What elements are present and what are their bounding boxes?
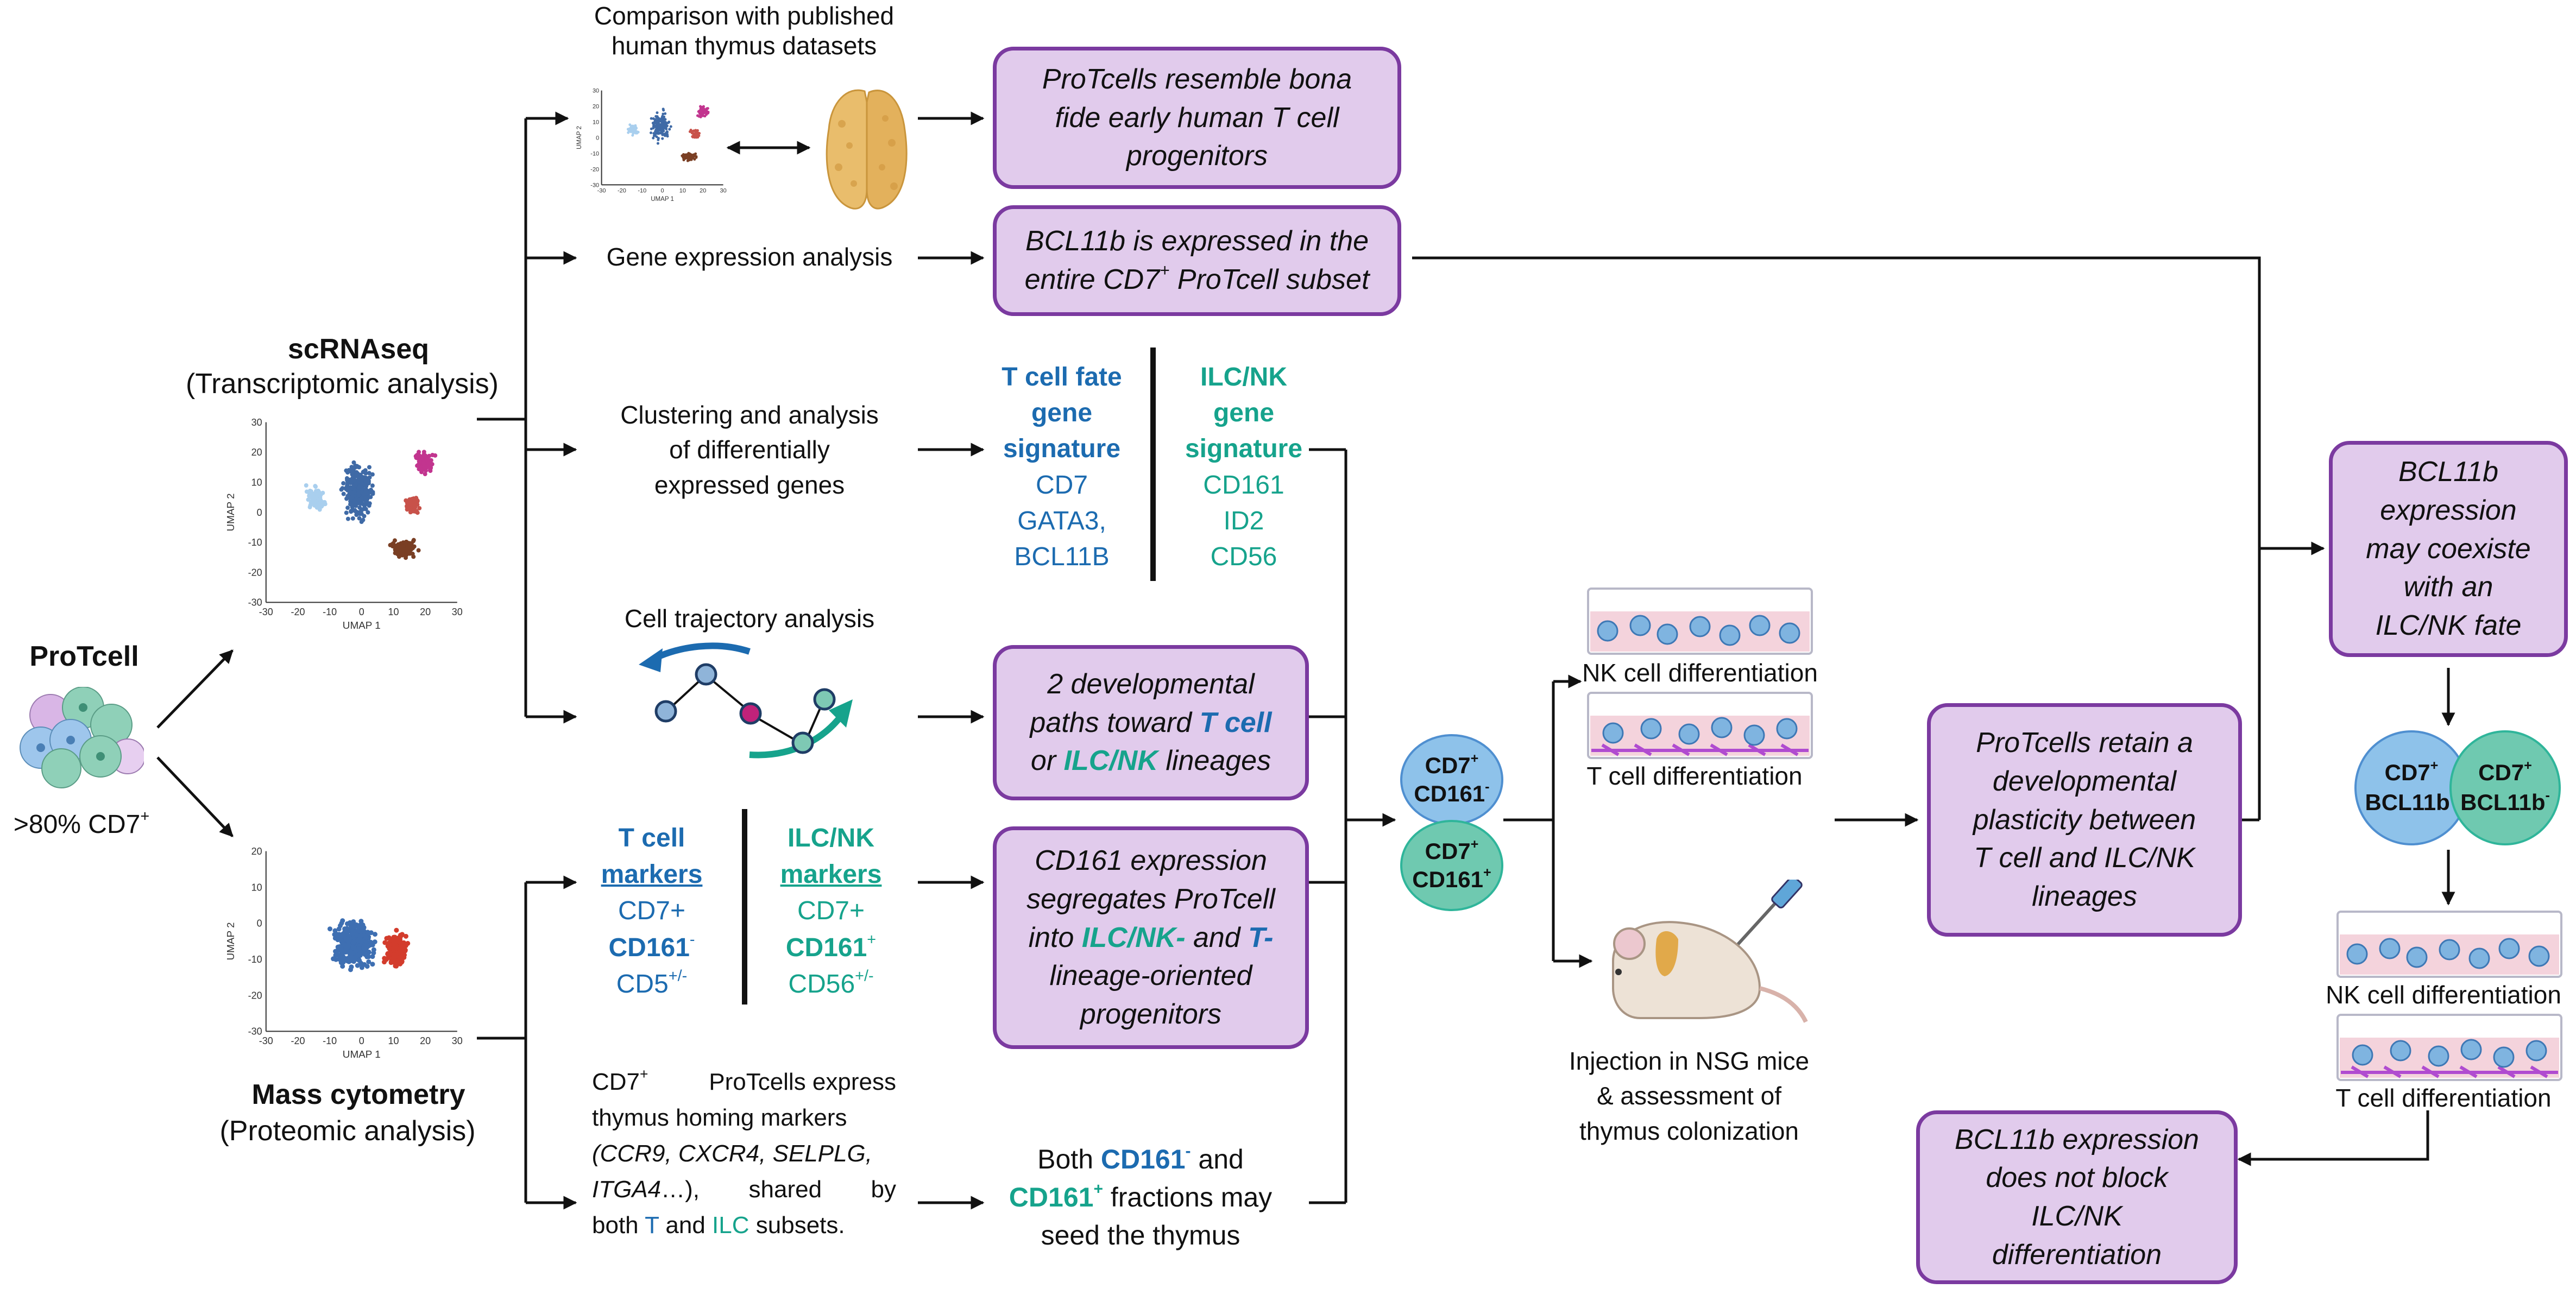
seed-thymus-text: Both CD161- and CD161+ fractions may see… xyxy=(1009,1142,1273,1250)
nk-culture-dish-2-icon xyxy=(2336,911,2562,978)
umap-y-axis-label: UMAP 2 xyxy=(576,126,583,149)
umap-x-tick: 30 xyxy=(452,1035,463,1046)
arrow-to-scrnaseq xyxy=(156,649,234,729)
umap-y-tick: -30 xyxy=(590,182,599,188)
umap-x-tick: -10 xyxy=(638,188,646,194)
umap-x-tick: 20 xyxy=(420,1035,431,1046)
umap-y-tick: -10 xyxy=(248,954,262,965)
umap-y-tick: -20 xyxy=(590,166,599,173)
protcell-title: ProTcell xyxy=(29,641,139,672)
umap-x-tick: 30 xyxy=(452,607,463,617)
umap-y-tick: 10 xyxy=(593,119,599,125)
umap-x-axis-label: UMAP 1 xyxy=(651,196,674,203)
ilc-markers: ILC/NK markers CD7+ CD161+ CD56+/- xyxy=(780,824,882,999)
umap-x-tick: 0 xyxy=(661,188,664,194)
cell-bcl11b-negative: CD7+BCL11b- xyxy=(2449,730,2561,845)
umap-x-tick: 20 xyxy=(700,188,706,194)
umap-x-tick: 10 xyxy=(388,1035,399,1046)
umap-y-tick: 20 xyxy=(251,846,262,857)
umap-x-tick: -20 xyxy=(291,607,305,617)
tcell-gene-signature: T cell fate gene signature CD7 GATA3, BC… xyxy=(1002,363,1122,572)
umap-x-tick: -30 xyxy=(259,1035,273,1046)
umap-y-tick: 10 xyxy=(251,477,262,488)
umap-x-tick: -10 xyxy=(323,607,337,617)
umap-y-tick: -10 xyxy=(248,537,262,548)
umap-x-tick: -20 xyxy=(618,188,626,194)
masscyt-subtitle: (Proteomic analysis) xyxy=(219,1115,476,1147)
trajectory-icon xyxy=(639,642,853,759)
umap-y-tick: 0 xyxy=(257,918,262,929)
t-differentiation-label-2: T cell differentiation xyxy=(2335,1084,2552,1112)
nk-differentiation-label-2: NK cell differentiation xyxy=(2326,981,2561,1009)
umap-x-tick: -20 xyxy=(291,1035,305,1046)
ilc-gene-signature: ILC/NK gene signature CD161 ID2 CD56 xyxy=(1185,363,1303,572)
protcell-cluster-icon xyxy=(20,687,144,788)
bcl11b-long-line xyxy=(1412,256,2261,820)
umap-y-tick: -20 xyxy=(248,567,262,578)
nk-culture-dish-icon xyxy=(1587,588,1813,655)
umap-x-tick: 20 xyxy=(420,607,431,617)
mouse-injection-icon xyxy=(1612,880,1808,1023)
umap-y-tick: -10 xyxy=(590,150,599,157)
umap-y-tick: -20 xyxy=(248,990,262,1001)
umap-y-tick: 10 xyxy=(251,882,262,893)
box-developmental-paths: 2 developmental paths toward T cell or I… xyxy=(993,645,1309,800)
scrnaseq-title: scRNAseq xyxy=(287,333,430,365)
homing-text: CD7+ ProTcells express thymus homing mar… xyxy=(592,1066,896,1239)
masscyt-title: Mass cytometry xyxy=(251,1079,465,1110)
t-culture-dish-2-icon xyxy=(2336,1014,2562,1081)
gene-expression-label: Gene expression analysis xyxy=(606,243,893,271)
umap-x-tick: 0 xyxy=(359,1035,364,1046)
umap-y-tick: 20 xyxy=(251,447,262,458)
arrow-to-noblock xyxy=(2237,1110,2429,1166)
scrnaseq-subtitle: (Transcriptomic analysis) xyxy=(186,368,499,400)
nk-differentiation-label: NK cell differentiation xyxy=(1582,659,1818,687)
umap-x-tick: -30 xyxy=(259,607,273,617)
cell-cd161-negative: CD7+CD161- xyxy=(1400,734,1503,825)
t-differentiation-label: T cell differentiation xyxy=(1586,762,1803,790)
markers-separator xyxy=(742,809,747,1005)
umap-y-tick: -30 xyxy=(248,597,262,608)
thymus-icon xyxy=(826,89,908,210)
umap-x-tick: -30 xyxy=(597,188,606,194)
trajectory-label: Cell trajectory analysis xyxy=(624,604,875,633)
umap-x-tick: 10 xyxy=(679,188,686,194)
t-culture-dish-icon xyxy=(1587,692,1813,759)
box-cd161-segregates: CD161 expression segregates ProTcell int… xyxy=(993,826,1309,1049)
umap-x-tick: 0 xyxy=(359,607,364,617)
signature-separator xyxy=(1150,348,1156,581)
umap-y-tick: -30 xyxy=(248,1026,262,1037)
umap-y-tick: 20 xyxy=(593,103,599,110)
umap-y-axis-label: UMAP 2 xyxy=(225,923,237,961)
tcell-markers: T cell markers CD7+ CD161- CD5+/- xyxy=(601,824,703,999)
cell-cd161-positive: CD7+CD161+ xyxy=(1400,820,1503,911)
umap-y-tick: 30 xyxy=(251,417,262,428)
umap-y-tick: 0 xyxy=(596,135,599,141)
umap-x-axis-label: UMAP 1 xyxy=(343,620,381,631)
protcell-footnote: >80% CD7+ xyxy=(13,807,150,839)
umap-x-axis-label: UMAP 1 xyxy=(343,1049,381,1060)
umap-y-axis-label: UMAP 2 xyxy=(225,494,237,532)
umap-x-tick: 10 xyxy=(388,607,399,617)
umap-x-tick: -10 xyxy=(323,1035,337,1046)
arrow-to-masscyt xyxy=(156,756,234,837)
umap-y-tick: 30 xyxy=(593,87,599,94)
umap-x-tick: 30 xyxy=(720,188,726,194)
umap-y-tick: 0 xyxy=(257,507,262,518)
